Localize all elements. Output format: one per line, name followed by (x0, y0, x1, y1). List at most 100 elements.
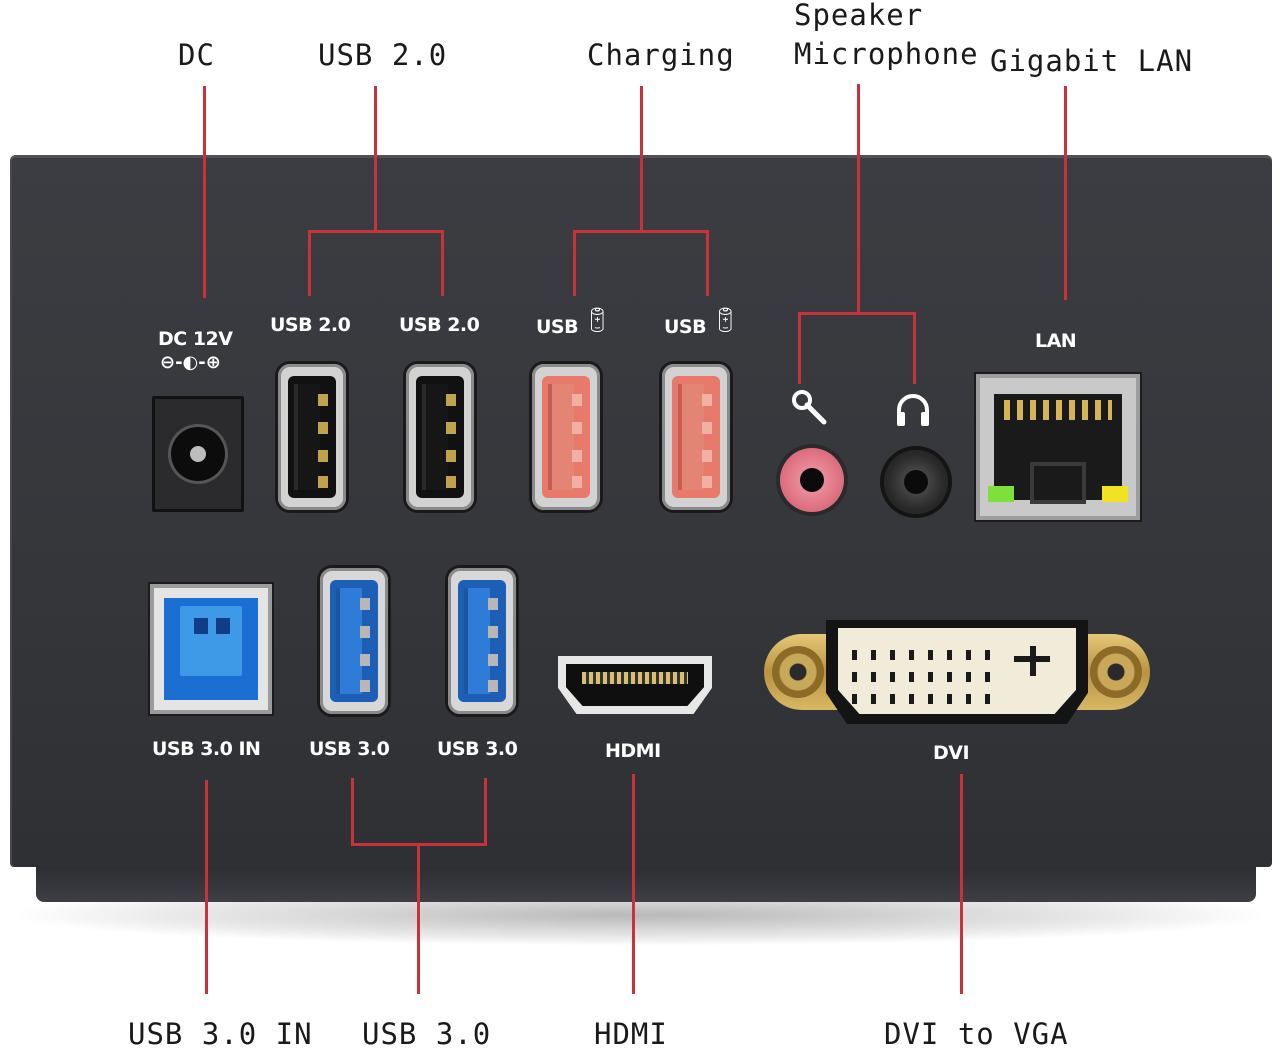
usb-charging-port-a[interactable] (532, 364, 600, 510)
callout-dvi-vga: DVI to VGA (884, 1017, 1069, 1051)
leader-lan (1064, 86, 1067, 300)
hdmi-socket (566, 664, 704, 706)
leader-hdmi (632, 774, 635, 994)
label-usb30in: USB 3.0 IN (152, 738, 261, 760)
callout-usb30in: USB 3.0 IN (128, 1017, 313, 1051)
hdmi-contacts (582, 672, 688, 684)
headphone-icon (897, 394, 929, 426)
usb-pin (318, 422, 328, 434)
leader-usb20-stem (374, 86, 377, 232)
leader-usb20-bar (308, 230, 444, 233)
usb-tongue (336, 588, 362, 694)
leader-usb30-right (484, 778, 487, 846)
usb-tongue (422, 384, 448, 490)
usb-pin (360, 626, 370, 638)
label-usb2-b: USB 2.0 (399, 314, 480, 336)
dvi-port[interactable] (764, 620, 1150, 724)
callout-dc: DC (178, 38, 215, 72)
battery-charge-icon: 🔋︎ (582, 306, 613, 334)
label-usb30-b: USB 3.0 (437, 738, 518, 760)
usb-pin (446, 422, 456, 434)
dvi-blade (1030, 646, 1036, 676)
label-charge-b: USB (664, 316, 707, 338)
leader-dvi (960, 774, 963, 994)
usb-pin (318, 394, 328, 406)
leader-audio-left (798, 312, 801, 384)
usb-pin (446, 394, 456, 406)
usb2-port-b[interactable] (406, 364, 474, 510)
dc-power-jack[interactable] (152, 396, 244, 512)
dvi-pin-holes (852, 642, 1002, 704)
battery-charge-icon: 🔋︎ (710, 306, 741, 334)
usb-pin (446, 476, 456, 488)
dc-jack-pin (190, 446, 206, 462)
leader-charging-bar (573, 230, 709, 233)
callout-charging: Charging (587, 38, 735, 72)
leader-charging-right (706, 230, 709, 296)
leader-usb30-stem (417, 843, 420, 994)
usb3-in-port[interactable] (150, 584, 272, 714)
usb-pin (488, 680, 498, 692)
hdmi-port[interactable] (558, 656, 712, 714)
label-hdmi: HDMI (605, 740, 661, 762)
usb-b-slot (216, 618, 230, 634)
usb2-port-a[interactable] (278, 364, 346, 510)
usb-tongue (678, 384, 704, 490)
usb-pin (360, 680, 370, 692)
usb-b-center (180, 606, 242, 676)
callout-hdmi: HDMI (594, 1017, 668, 1051)
leader-usb20-left (308, 230, 311, 296)
leader-usb30-left (351, 778, 354, 846)
usb3-port-a[interactable] (320, 568, 388, 714)
usb-tongue (294, 384, 320, 490)
usb-tongue (548, 384, 574, 490)
link-led (988, 486, 1014, 502)
ethernet-port[interactable] (976, 374, 1140, 520)
leader-audio-bar (798, 312, 916, 315)
microphone-icon (792, 390, 827, 425)
usb-pin (702, 394, 712, 406)
label-lan: LAN (1035, 330, 1077, 352)
usb3-port-b[interactable] (448, 568, 516, 714)
callout-usb20: USB 2.0 (318, 38, 448, 72)
callout-microphone: Microphone (794, 37, 979, 71)
usb-pin (572, 422, 582, 434)
device-base (36, 862, 1256, 902)
speaker-jack[interactable] (884, 450, 948, 514)
usb-pin (318, 450, 328, 462)
usb-pin (572, 394, 582, 406)
label-dvi: DVI (933, 742, 970, 764)
label-dc-12v: DC 12V (158, 328, 233, 350)
usb-pin (360, 654, 370, 666)
leader-dc (203, 86, 206, 298)
activity-led (1102, 486, 1128, 502)
ethernet-contacts (1004, 400, 1112, 420)
usb-tongue (464, 588, 490, 694)
callout-usb30: USB 3.0 (362, 1017, 492, 1051)
leader-audio-stem (857, 84, 860, 314)
dvi-screw (1090, 646, 1142, 698)
microphone-jack[interactable] (780, 448, 844, 512)
label-usb2-a: USB 2.0 (270, 314, 351, 336)
usb-pin (360, 598, 370, 610)
dc-polarity-symbol: ⊖-◐-⊕ (160, 352, 221, 373)
usb-pin (318, 476, 328, 488)
dvi-screw (772, 646, 824, 698)
usb-b-slot (194, 618, 208, 634)
leader-audio-right (913, 312, 916, 384)
leader-charging-left (573, 230, 576, 296)
callout-lan: Gigabit LAN (990, 44, 1194, 78)
leader-usb30in (205, 780, 208, 994)
usb-pin (488, 654, 498, 666)
usb-charging-port-b[interactable] (662, 364, 730, 510)
usb-pin (488, 626, 498, 638)
leader-charging-stem (640, 86, 643, 232)
label-usb30-a: USB 3.0 (309, 738, 390, 760)
callout-speaker: Speaker (794, 0, 924, 32)
usb-pin (702, 476, 712, 488)
jack-hole (800, 468, 824, 492)
usb-pin (446, 450, 456, 462)
usb-pin (572, 476, 582, 488)
leader-usb20-right (441, 230, 444, 296)
jack-hole (904, 470, 928, 494)
